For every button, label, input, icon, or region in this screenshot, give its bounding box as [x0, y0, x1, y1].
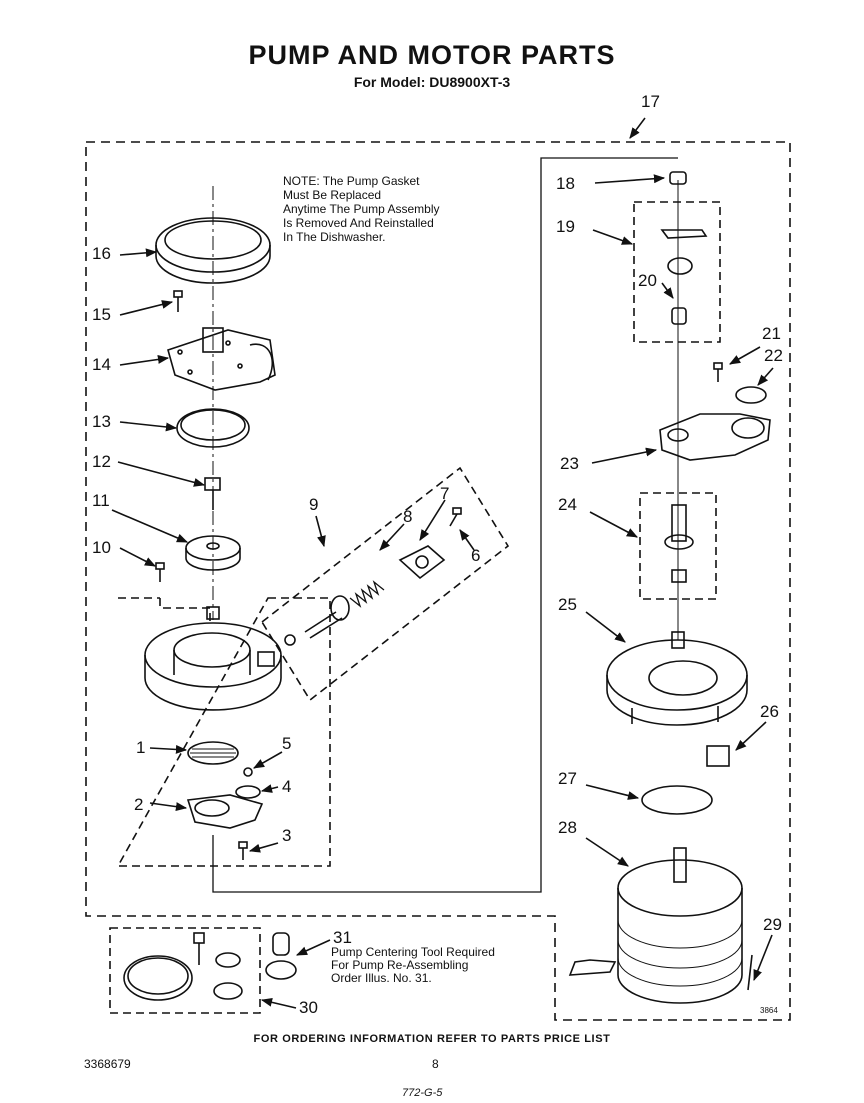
callout-21: 21	[762, 324, 781, 343]
callout-17: 17	[641, 92, 660, 111]
callout-29: 29	[763, 915, 782, 934]
part-16-pump-gasket	[155, 217, 271, 284]
ordering-info-footer: FOR ORDERING INFORMATION REFER TO PARTS …	[253, 1033, 611, 1045]
callout-10: 10	[92, 538, 111, 557]
part-22-grommet	[735, 386, 767, 404]
part-19-clip	[660, 229, 708, 239]
callout-13: 13	[92, 412, 111, 431]
part-8-spring	[349, 580, 385, 608]
assembly-box-9	[260, 466, 510, 702]
callout-22: 22	[764, 346, 783, 365]
callout-6: 6	[471, 546, 481, 565]
part-31-centering-tool	[265, 932, 297, 980]
callout-31: 31	[333, 928, 352, 947]
part-26-block	[706, 745, 730, 767]
part-27-disc	[641, 785, 713, 815]
part-4-ring	[235, 785, 261, 799]
assembly-boundary-17	[85, 141, 791, 1021]
model-subtitle: For Model: DU8900XT-3	[353, 74, 511, 90]
callout-4: 4	[282, 777, 292, 796]
callout-16: 16	[92, 244, 111, 263]
pump-motor-link	[212, 157, 678, 893]
callout-28: 28	[558, 818, 577, 837]
document-number: 3368679	[84, 1057, 131, 1071]
callout-9: 9	[309, 495, 319, 514]
part-11-impeller	[185, 535, 241, 571]
pump-region-box	[116, 597, 331, 867]
drawing-code: 3864	[760, 1006, 778, 1015]
callout-3: 3	[282, 826, 292, 845]
part-5-ball	[243, 767, 253, 777]
callout-11: 11	[92, 491, 110, 510]
part-12-bolt	[204, 477, 221, 510]
page-title: PUMP AND MOTOR PARTS	[248, 40, 616, 70]
part-21-screw	[713, 362, 723, 382]
callout-24: 24	[558, 495, 577, 514]
part-18-cap	[669, 171, 687, 185]
part-28-motor	[568, 847, 743, 1004]
part-3-screw	[238, 841, 248, 860]
callout-26: 26	[760, 702, 779, 721]
part-10-screw	[155, 562, 165, 582]
reference-code: 772-G-5	[402, 1087, 443, 1099]
part-14-pump-cover	[167, 327, 276, 391]
part-20-coupling	[667, 257, 693, 325]
callout-12: 12	[92, 452, 111, 471]
callout-25: 25	[558, 595, 577, 614]
part-7-cap	[398, 545, 446, 580]
callout-1: 1	[136, 738, 146, 757]
callout-23: 23	[560, 454, 579, 473]
callout-2: 2	[134, 795, 144, 814]
page-number: 8	[432, 1057, 439, 1071]
kit-ring	[213, 982, 243, 1000]
part-29-screw	[747, 954, 753, 991]
callout-19: 19	[556, 217, 575, 236]
centering-tool-note: Pump Centering Tool Required For Pump Re…	[331, 945, 495, 985]
part-6-screw	[449, 507, 462, 527]
pump-housing	[144, 606, 282, 711]
part-23-plate	[659, 413, 771, 461]
callout-20: 20	[638, 271, 657, 290]
pump-gasket-note: NOTE: The Pump Gasket Must Be Replaced A…	[283, 174, 440, 244]
part-2-pump-base	[186, 794, 264, 829]
callout-30: 30	[299, 998, 318, 1017]
callout-15: 15	[92, 305, 111, 324]
part-25-motor-mount	[606, 631, 748, 726]
assembly-box-19	[633, 201, 721, 343]
part-15-screw	[173, 290, 183, 312]
kit-grommet	[215, 952, 241, 968]
callout-14: 14	[92, 355, 111, 374]
part-24-shaft	[664, 504, 694, 583]
valve-body	[284, 595, 350, 646]
kit-gasket	[123, 955, 193, 1001]
tool-kit-box	[109, 927, 261, 1014]
callout-18: 18	[556, 174, 575, 193]
callout-7: 7	[440, 484, 450, 503]
callout-5: 5	[282, 734, 292, 753]
callout-27: 27	[558, 769, 577, 788]
callout-8: 8	[403, 507, 413, 526]
part-1-strainer	[187, 741, 239, 765]
kit-screw	[193, 932, 205, 965]
